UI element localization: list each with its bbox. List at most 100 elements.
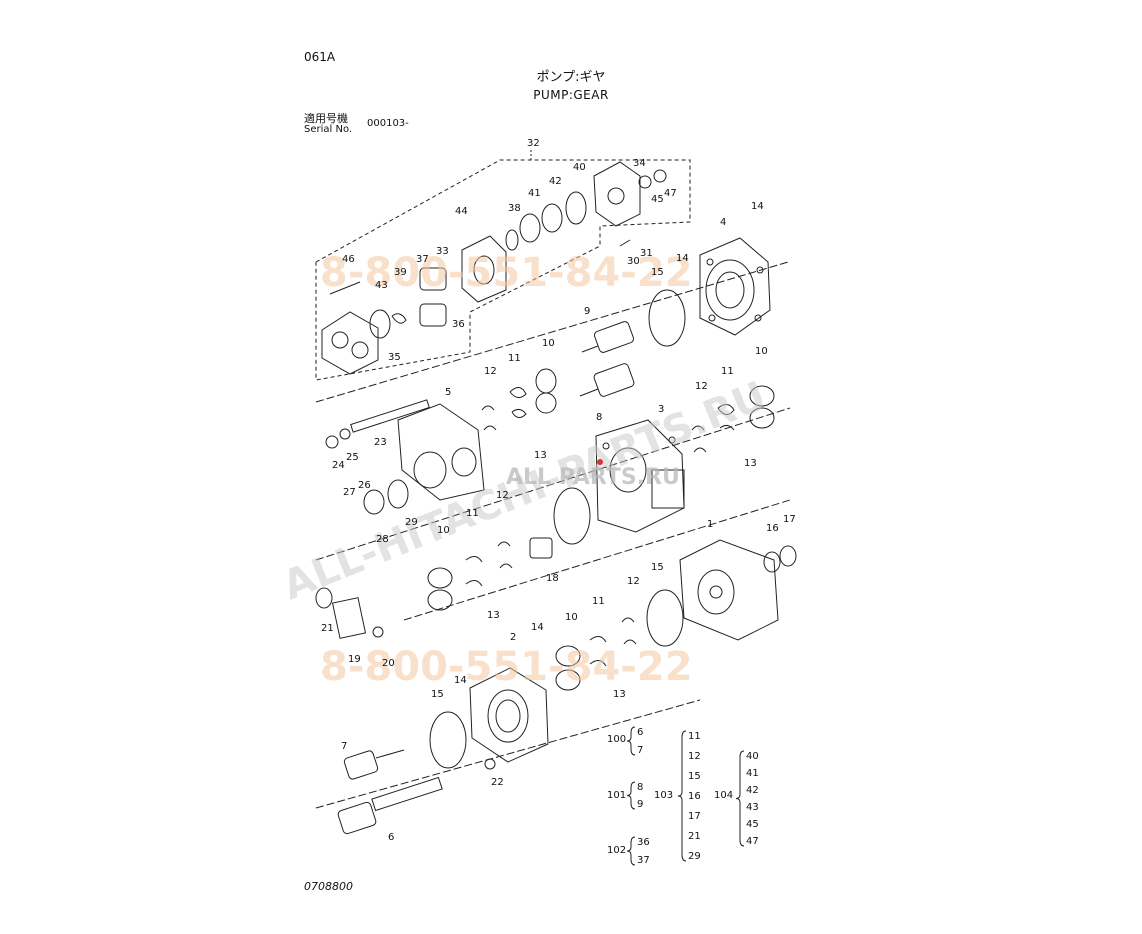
group-id-101: 101 — [607, 790, 626, 801]
page-code: 061A — [304, 50, 336, 64]
housing-4 — [699, 237, 771, 336]
callout-10: 10 — [565, 612, 578, 623]
callout-37: 37 — [416, 254, 429, 265]
marker-dot — [597, 459, 603, 465]
shaft-23 — [350, 399, 430, 433]
group-104-member: 43 — [746, 802, 759, 813]
callout-7: 7 — [341, 741, 347, 752]
cover-1 — [679, 539, 779, 641]
callout-19: 19 — [348, 654, 361, 665]
callout-11: 11 — [466, 508, 479, 519]
group-id-104: 104 — [714, 790, 733, 801]
callout-11: 11 — [721, 366, 734, 377]
housing-33 — [461, 235, 507, 303]
group-id-100: 100 — [607, 734, 626, 745]
plate-19 — [331, 597, 367, 639]
group-brace-100 — [626, 726, 636, 756]
callout-4: 4 — [720, 217, 726, 228]
serial-label-jp: 適用号機 — [304, 112, 348, 125]
group-101-member: 8 — [637, 782, 643, 793]
body-3 — [595, 419, 685, 533]
callout-40: 40 — [573, 162, 586, 173]
callout-15: 15 — [431, 689, 444, 700]
gear-8 — [579, 363, 635, 397]
callout-2: 2 — [510, 632, 516, 643]
callout-labels: 3234404241384745444643393733363530314141… — [321, 138, 796, 843]
callout-12: 12 — [484, 366, 497, 377]
callout-30: 30 — [627, 256, 640, 267]
group-104-member: 41 — [746, 768, 759, 779]
callout-46: 46 — [342, 254, 355, 265]
group-103-member: 21 — [688, 831, 701, 842]
callout-33: 33 — [436, 246, 449, 257]
callout-9: 9 — [584, 306, 590, 317]
serial-label-en: Serial No. — [304, 124, 353, 135]
title-english: PUMP:GEAR — [533, 88, 609, 102]
drawing-number: 0708800 — [304, 880, 353, 893]
group-brace-103 — [677, 730, 687, 862]
callout-32: 32 — [527, 138, 540, 149]
group-103-member: 15 — [688, 771, 701, 782]
gear-9 — [581, 321, 635, 353]
callout-28: 28 — [376, 534, 389, 545]
group-103-member: 16 — [688, 791, 701, 802]
valve-block-34 — [593, 161, 641, 227]
group-id-102: 102 — [607, 845, 626, 856]
callout-12: 12 — [496, 490, 509, 501]
callout-13: 13 — [534, 450, 547, 461]
callout-27: 27 — [343, 487, 356, 498]
callout-43: 43 — [375, 280, 388, 291]
callout-38: 38 — [508, 203, 521, 214]
callout-13: 13 — [487, 610, 500, 621]
callout-1: 1 — [707, 519, 713, 530]
callout-22: 22 — [491, 777, 504, 788]
group-103-member: 12 — [688, 751, 701, 762]
housing-2 — [469, 667, 549, 763]
serial-value: 000103- — [367, 118, 409, 129]
callout-39: 39 — [394, 267, 407, 278]
callout-5: 5 — [445, 387, 451, 398]
group-id-103: 103 — [654, 790, 673, 801]
group-100-member: 6 — [637, 727, 643, 738]
group-104-member: 42 — [746, 785, 759, 796]
callout-14: 14 — [751, 201, 764, 212]
callout-42: 42 — [549, 176, 562, 187]
callout-14: 14 — [676, 253, 689, 264]
gear-36-37 — [419, 267, 447, 327]
callout-12: 12 — [627, 576, 640, 587]
callout-29: 29 — [405, 517, 418, 528]
callout-10: 10 — [542, 338, 555, 349]
callout-23: 23 — [374, 437, 387, 448]
watermark-site-center: ALL PARTS.RU — [506, 465, 680, 490]
callout-36: 36 — [452, 319, 465, 330]
callout-15: 15 — [651, 267, 664, 278]
housing-5 — [397, 403, 485, 501]
callout-8: 8 — [596, 412, 602, 423]
group-102-member: 37 — [637, 855, 650, 866]
group-brace-104 — [735, 750, 745, 847]
callout-31: 31 — [640, 248, 653, 259]
group-103-member: 29 — [688, 851, 701, 862]
group-102-member: 36 — [637, 837, 650, 848]
group-104-member: 40 — [746, 751, 759, 762]
callout-21: 21 — [321, 623, 334, 634]
callout-25: 25 — [346, 452, 359, 463]
callout-11: 11 — [508, 353, 521, 364]
group-103-member: 11 — [688, 731, 701, 742]
gear-7 — [343, 749, 405, 780]
callout-17: 17 — [783, 514, 796, 525]
callout-10: 10 — [437, 525, 450, 536]
callout-34: 34 — [633, 158, 646, 169]
group-103-member: 17 — [688, 811, 701, 822]
watermark-phone-top: 8-800-551-84-22 — [320, 250, 693, 296]
callout-15: 15 — [651, 562, 664, 573]
gear-6 — [337, 776, 443, 835]
group-brace-101 — [626, 781, 636, 810]
callout-3: 3 — [658, 404, 664, 415]
subassembly-outline — [315, 159, 691, 381]
callout-20: 20 — [382, 658, 395, 669]
callout-12: 12 — [695, 381, 708, 392]
group-100-member: 7 — [637, 745, 643, 756]
callout-35: 35 — [388, 352, 401, 363]
